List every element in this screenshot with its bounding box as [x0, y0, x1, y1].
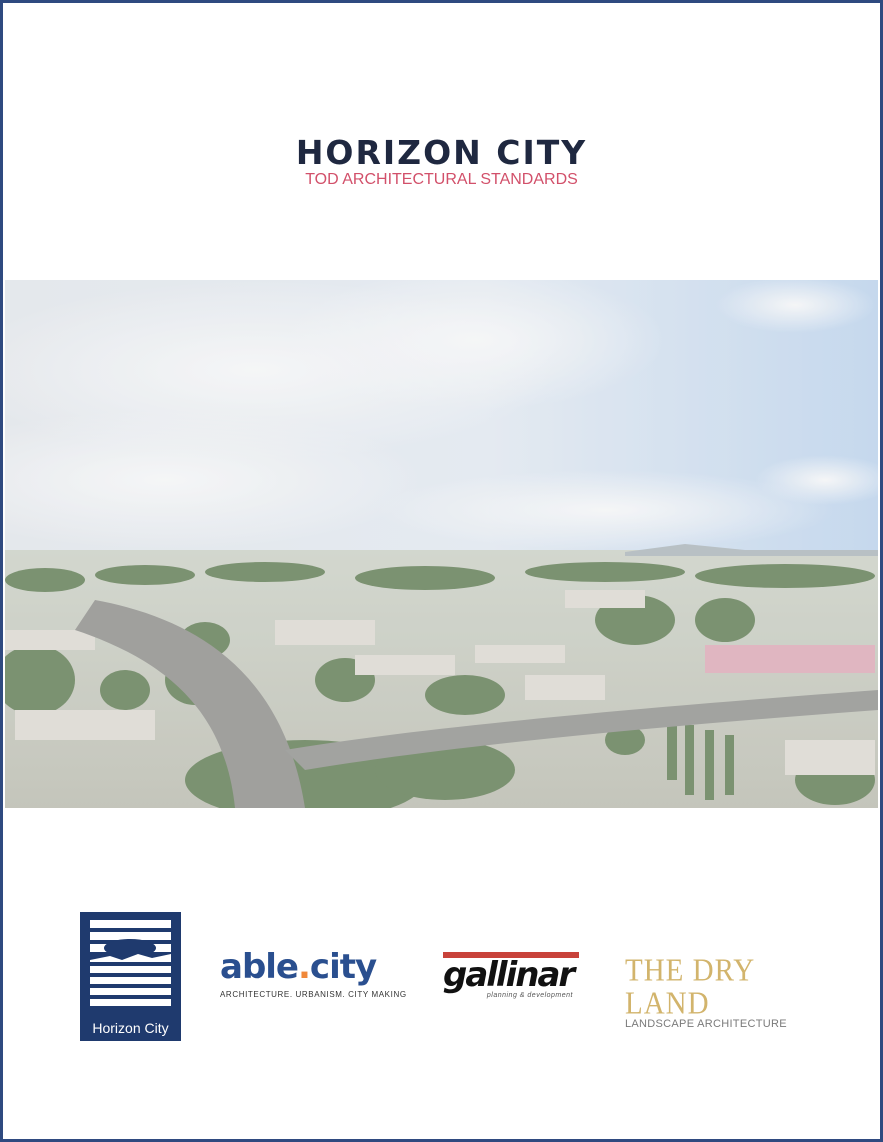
- document-title: HORIZON CITY: [295, 133, 588, 172]
- dry-land-wordmark: THE DRY LAND: [625, 952, 755, 1022]
- horizon-city-logo-label: Horizon City: [92, 1020, 169, 1036]
- able-city-dot: .: [298, 947, 311, 987]
- horizon-city-emblem-icon: [90, 920, 171, 1006]
- dry-land-logo: THE DRY LAND LANDSCAPE ARCHITECTURE: [625, 954, 825, 1030]
- partner-logos: Horizon City able.city ARCHITECTURE. URB…: [3, 908, 880, 1048]
- dry-land-tagline: LANDSCAPE ARCHITECTURE: [625, 1018, 787, 1030]
- able-city-wordmark: able.city: [220, 948, 410, 986]
- gallinar-tagline: planning & development: [486, 992, 573, 999]
- document-subtitle: TOD ARCHITECTURAL STANDARDS: [305, 171, 578, 188]
- able-city-tagline: ARCHITECTURE. URBANISM. CITY MAKING: [220, 990, 407, 999]
- gallinar-wordmark: gallinar: [443, 955, 575, 995]
- horizon-city-logo: Horizon City: [80, 912, 181, 1041]
- title-block: HORIZON CITY TOD ARCHITECTURAL STANDARDS: [3, 135, 880, 189]
- able-city-name-part2: city: [309, 947, 377, 987]
- aerial-city-photo: [5, 280, 878, 808]
- able-city-name-part1: able: [220, 947, 299, 987]
- gallinar-logo: gallinar planning & development: [443, 952, 583, 999]
- able-city-logo: able.city ARCHITECTURE. URBANISM. CITY M…: [220, 948, 410, 999]
- aerial-photo-illustration: [5, 280, 878, 808]
- gallinar-accent-bar: [443, 952, 579, 958]
